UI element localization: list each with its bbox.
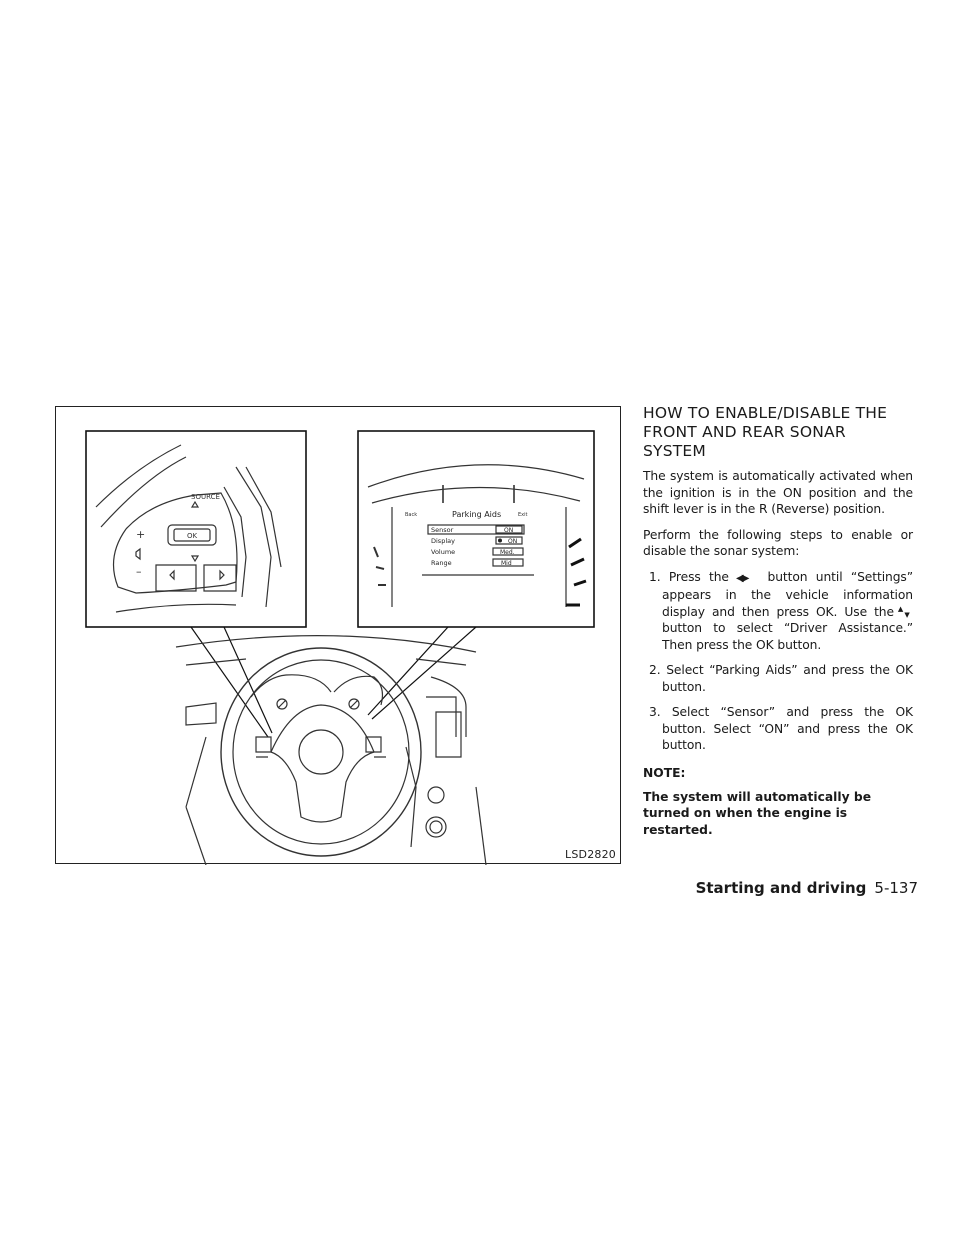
step-1: 1. Press the ◀▶ button until “Settings” …: [643, 569, 913, 654]
row-value-range: Mid: [501, 560, 512, 567]
ok-label: OK: [187, 532, 198, 540]
step-1-text-a: 1. Press the: [649, 569, 729, 584]
row-label-range: Range: [431, 559, 452, 567]
row-value-display: ON: [508, 538, 517, 545]
up-down-arrows-icon: ▲▼: [897, 605, 913, 619]
back-label: Back: [405, 512, 417, 518]
step-2: 2. Select “Parking Aids” and press the O…: [649, 663, 913, 694]
intro-paragraph: The system is automatically activated wh…: [643, 469, 913, 516]
steps-intro-paragraph: Perform the following steps to enable or…: [643, 527, 913, 559]
left-right-arrows-icon: ◀▶: [736, 572, 749, 584]
row-label-sensor: Sensor: [431, 526, 454, 534]
page-footer: Starting and driving 5-137: [696, 879, 918, 897]
illustration-figure: SOURCE OK + – Back Parking Aids Exit Sen…: [55, 406, 621, 865]
note-heading: NOTE:: [643, 765, 686, 780]
section-heading: HOW TO ENABLE/DISABLE THE FRONT AND REAR…: [643, 404, 888, 460]
step-3: 3. Select “Sensor” and press the OK butt…: [649, 705, 913, 752]
exit-label: Exit: [518, 512, 528, 518]
note-body: The system will automatically be turned …: [643, 789, 872, 837]
row-label-volume: Volume: [431, 548, 455, 556]
instructions-column: HOW TO ENABLE/DISABLE THE FRONT AND REAR…: [643, 404, 913, 838]
steering-wheel-illustration: SOURCE OK + – Back Parking Aids Exit Sen…: [85, 430, 595, 865]
source-label: SOURCE: [191, 493, 220, 501]
up-arrow-icon: ▲: [897, 605, 904, 613]
screen-title: Parking Aids: [452, 510, 501, 519]
row-value-sensor: ON: [504, 527, 513, 534]
row-value-volume: Med.: [500, 549, 515, 556]
minus-label: –: [136, 565, 142, 578]
row-label-display: Display: [431, 537, 455, 545]
footer-page-number: 5-137: [874, 879, 918, 897]
figure-id-label: LSD2820: [565, 848, 616, 861]
down-arrow-icon: ▼: [904, 611, 910, 619]
step-1-text-b: button until “Settings” appears in the v…: [662, 569, 914, 619]
plus-label: +: [136, 528, 145, 541]
steps-list: 1. Press the ◀▶ button until “Settings” …: [643, 569, 913, 754]
step-1-text-c: button to select “Driver Assistance.” Th…: [662, 621, 913, 652]
footer-section-title: Starting and driving: [695, 879, 867, 897]
